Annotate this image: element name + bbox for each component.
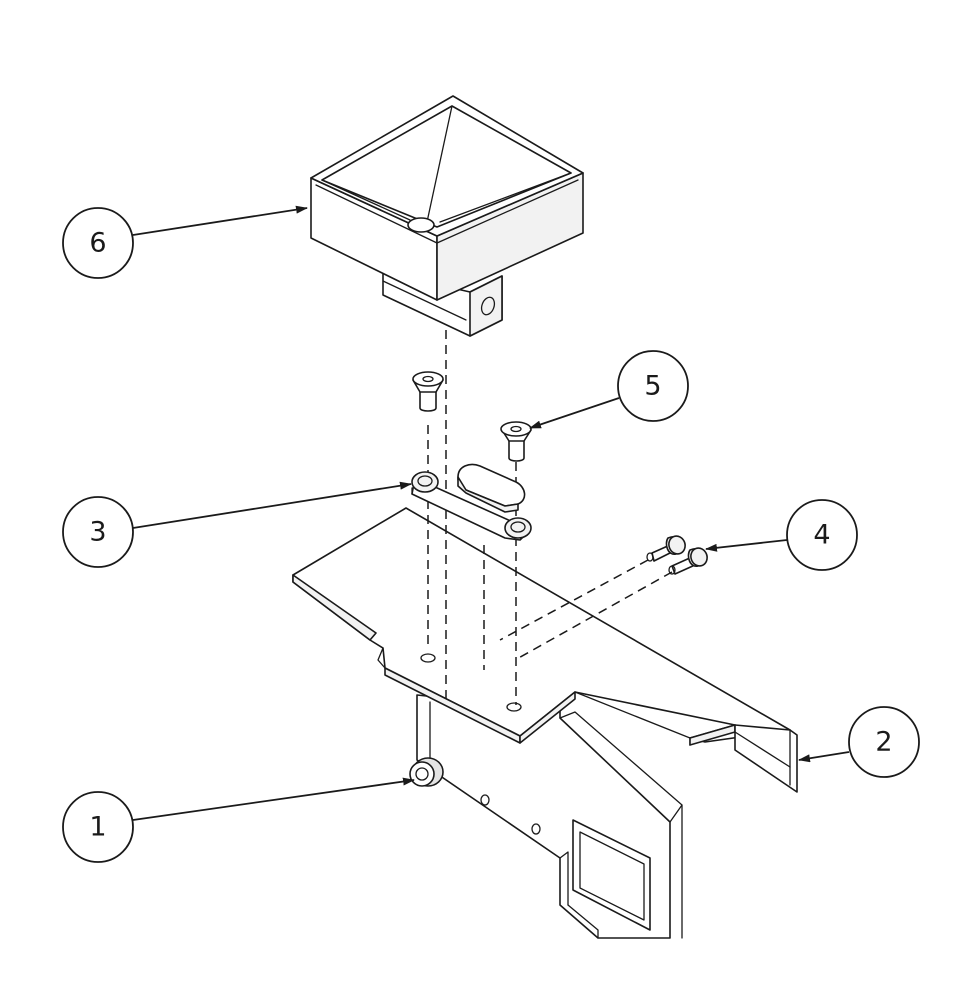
flat-head-screw-right — [500, 421, 532, 462]
part-2-bracket — [292, 507, 798, 939]
part-5-flat-head-screws — [412, 371, 532, 462]
balloon-label-3: 3 — [89, 517, 106, 548]
balloon-3: 3 — [62, 481, 412, 568]
assembly-centerlines — [427, 330, 673, 705]
bracket-vertical-plate — [416, 694, 683, 939]
balloon-label-2: 2 — [875, 727, 892, 758]
balloon-label-4: 4 — [813, 520, 830, 551]
cap-screw-lower — [668, 547, 708, 575]
balloon-label-1: 1 — [89, 812, 106, 843]
balloon-5: 5 — [529, 350, 689, 429]
balloon-4: 4 — [705, 499, 858, 571]
cap-screw-upper — [646, 535, 686, 562]
part-4-socket-cap-screws — [646, 535, 708, 575]
balloon-label-5: 5 — [644, 371, 661, 402]
balloon-2: 2 — [798, 706, 920, 778]
part-1-bushing — [409, 757, 444, 787]
flat-head-screw-left — [412, 371, 444, 412]
bracket-top-plate — [292, 507, 798, 793]
balloon-1: 1 — [62, 777, 415, 863]
part-3-washer-plate — [411, 463, 532, 541]
balloon-label-6: 6 — [89, 228, 106, 259]
balloon-6: 6 — [62, 205, 308, 279]
part-6-hopper — [310, 95, 584, 337]
